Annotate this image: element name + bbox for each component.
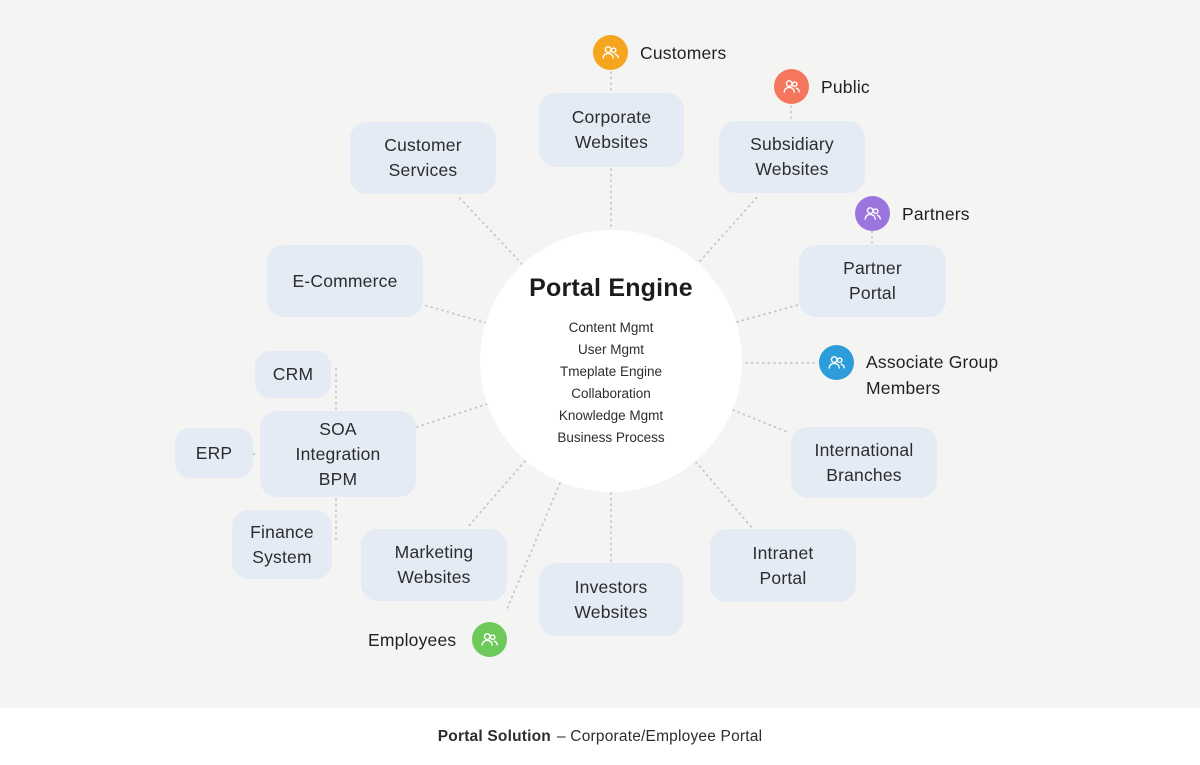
- portal-engine-hub: Portal Engine Content Mgmt User Mgmt Tme…: [480, 230, 742, 492]
- hub-capability-list: Content Mgmt User Mgmt Tmeplate Engine C…: [557, 317, 664, 449]
- node-e-commerce: E-Commerce: [267, 245, 423, 317]
- node-soa-integration-bpm: SOA Integration BPM: [260, 411, 416, 497]
- persona-public: Public: [774, 69, 870, 104]
- persona-associate-group-members: Associate Group Members: [819, 345, 998, 401]
- persona-partners: Partners: [855, 196, 970, 231]
- users-icon: [819, 345, 854, 380]
- persona-label: Partners: [902, 203, 970, 224]
- connector-line: [416, 403, 488, 428]
- connector-line: [699, 194, 760, 262]
- hub-capability: Tmeplate Engine: [559, 363, 663, 379]
- node-finance-system: Finance System: [232, 510, 332, 579]
- caption-subtitle: – Corporate/Employee Portal: [556, 727, 763, 745]
- users-icon: [593, 35, 628, 70]
- node-partner-portal: Partner Portal: [799, 245, 946, 317]
- node-marketing-websites: Marketing Websites: [361, 529, 507, 601]
- persona-customers: Customers: [593, 35, 726, 70]
- node-erp: ERP: [175, 428, 253, 478]
- users-icon: [855, 196, 890, 231]
- node-customer-services: Customer Services: [350, 122, 496, 194]
- connector-line: [732, 409, 791, 434]
- connector-line: [456, 194, 523, 265]
- persona-label: Employees: [368, 629, 457, 650]
- connector-line: [466, 460, 526, 529]
- hub-capability: User Mgmt: [577, 341, 644, 357]
- hub-capability: Business Process: [557, 429, 665, 445]
- node-subsidiary-websites: Subsidiary Websites: [719, 121, 865, 193]
- hub-capability: Collaboration: [571, 385, 651, 401]
- persona-label: Public: [821, 76, 870, 97]
- node-international-branches: International Branches: [791, 427, 937, 498]
- persona-label: Associate Group Members: [866, 352, 999, 398]
- node-investors-websites: Investors Websites: [539, 563, 683, 636]
- node-intranet-portal: Intranet Portal: [710, 529, 856, 602]
- caption-title: Portal Solution: [437, 727, 551, 745]
- persona-label: Customers: [640, 42, 727, 63]
- users-icon: [472, 622, 508, 657]
- connector-line: [736, 304, 799, 323]
- users-icon: [774, 69, 809, 104]
- hub-capability: Knowledge Mgmt: [558, 407, 664, 423]
- hub-title: Portal Engine: [529, 273, 693, 302]
- connector-line: [695, 461, 753, 529]
- diagram-canvas: Portal Engine Content Mgmt User Mgmt Tme…: [0, 0, 1200, 708]
- persona-employees: Employees: [368, 622, 508, 657]
- caption-bar: Portal Solution – Corporate/Employee Por…: [0, 708, 1200, 765]
- hub-capability: Content Mgmt: [568, 319, 654, 335]
- node-corporate-websites: Corporate Websites: [539, 93, 684, 167]
- connector-lines: [247, 71, 873, 610]
- connector-line: [423, 304, 487, 324]
- connector-line: [506, 482, 561, 610]
- node-crm: CRM: [255, 351, 331, 398]
